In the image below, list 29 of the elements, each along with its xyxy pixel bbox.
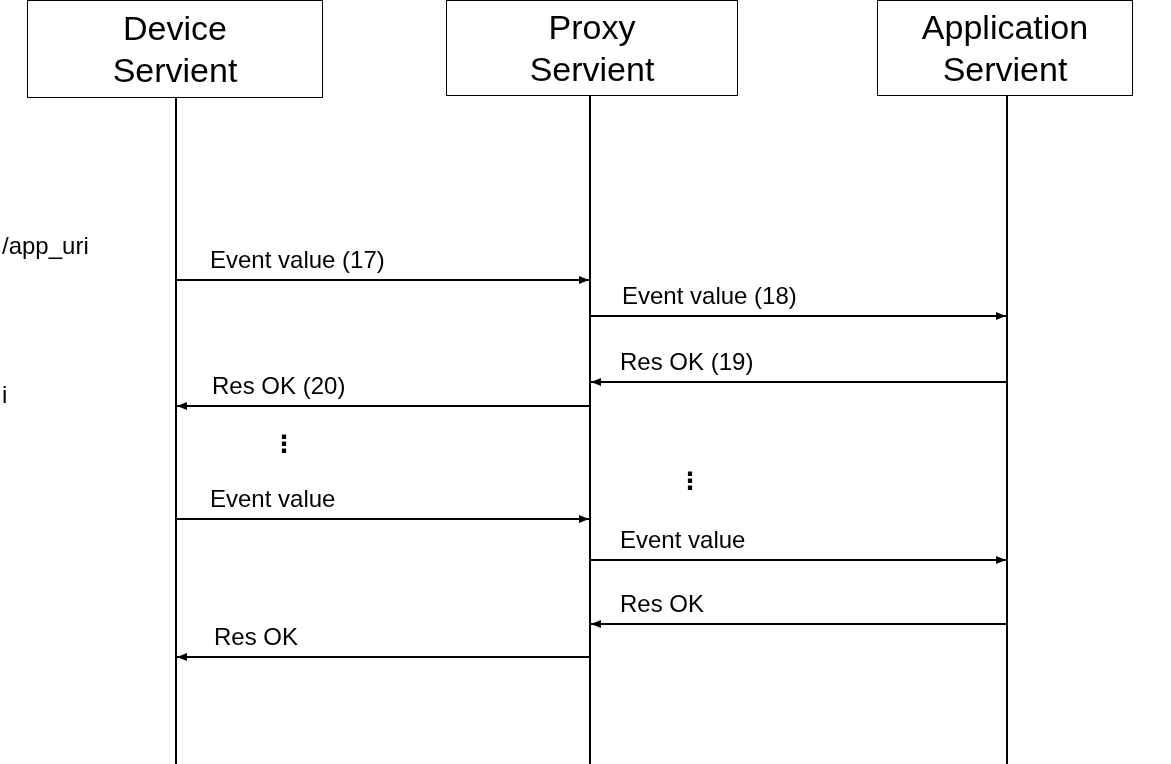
- message-label: Res OK: [620, 590, 705, 618]
- message-arrow: [590, 556, 1007, 564]
- message-arrow: [590, 620, 1007, 628]
- lifeline: [175, 98, 177, 764]
- lifeline-header-box: [877, 0, 1133, 96]
- participant-name: Application Servient: [920, 7, 1090, 90]
- message-label: Event value (17): [210, 246, 385, 274]
- lifeline: [1006, 96, 1008, 764]
- message-label: Event value (18): [622, 282, 797, 310]
- message-label: Res OK (19): [620, 348, 754, 376]
- lifeline-header-box: [27, 0, 323, 98]
- lifeline-header-box: [446, 0, 738, 96]
- message-arrow: [176, 515, 590, 523]
- message-arrow: [590, 378, 1007, 386]
- message-label: Res OK: [214, 623, 299, 651]
- ellipsis-mark: ⋮: [678, 467, 702, 495]
- message-arrow: [176, 653, 590, 661]
- message-label: Event value: [210, 485, 336, 513]
- note-text: i: [2, 381, 8, 409]
- ellipsis-mark: ⋮: [272, 430, 296, 458]
- participant-name: Device Servient: [111, 8, 239, 91]
- participant-name: Proxy Servient: [528, 7, 656, 90]
- message-arrow: [176, 276, 590, 284]
- note-text: /app_uri: [2, 232, 89, 260]
- message-label: Res OK (20): [212, 372, 346, 400]
- message-label: Event value: [620, 526, 746, 554]
- lifeline: [589, 96, 591, 764]
- message-arrow: [590, 312, 1007, 320]
- message-arrow: [176, 402, 590, 410]
